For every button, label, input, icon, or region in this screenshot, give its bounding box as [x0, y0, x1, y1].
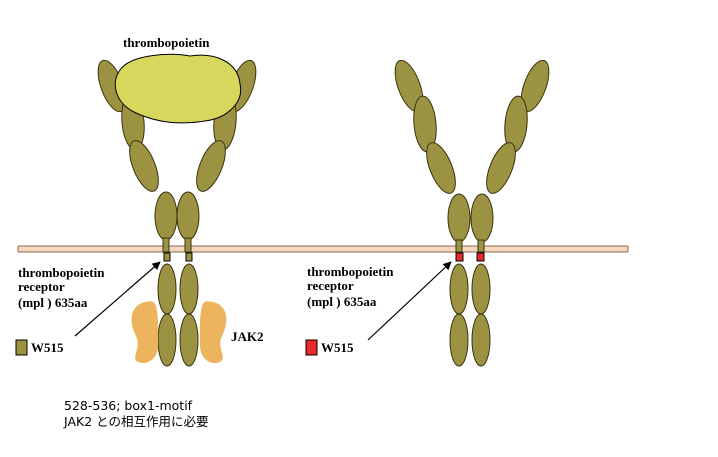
right-receptor-domain: [470, 193, 494, 243]
left-receptor-domain: [154, 191, 178, 241]
left-receptor-name-2: receptor: [18, 279, 65, 294]
right-receptor-domain: [486, 142, 516, 194]
left-receptor-domain: [129, 140, 159, 192]
w515-site-mutant: [455, 252, 464, 262]
right-receptor-domain: [471, 263, 491, 315]
legend-w515-mutant-swatch: [305, 339, 318, 356]
left-receptor-domain: [179, 313, 199, 367]
right-receptor-name-3: (mpl ) 635aa: [307, 294, 377, 309]
left-receptor-domain: [176, 191, 200, 241]
right-receptor-domain: [449, 263, 469, 315]
legend-w515-wild-swatch: [15, 339, 28, 356]
w515-site-wild: [163, 252, 171, 262]
left-jak2-label: JAK2: [231, 329, 264, 344]
left-receptor-domain: [157, 313, 177, 367]
right-receptor-domain: [449, 313, 469, 367]
jak2-right: [199, 301, 227, 364]
legend-w515-wild-label: W515: [31, 340, 64, 355]
w515-arrow-left: [74, 261, 161, 337]
right-receptor-domain: [447, 193, 471, 243]
left-receptor-name-3: (mpl ) 635aa: [18, 295, 88, 310]
right-receptor-domain: [471, 313, 491, 367]
thrombopoietin-ligand: [114, 53, 242, 124]
left-tm-segment: [184, 237, 192, 253]
right-tm-segment: [455, 239, 463, 253]
right-receptor-name-1: thrombopoietin: [307, 264, 394, 279]
jak2-left: [131, 301, 159, 364]
cell-membrane: [17, 245, 629, 253]
w515-site-mutant: [476, 252, 485, 262]
left-receptor-domain: [179, 263, 199, 315]
note-line-2: JAK2 との相互作用に必要: [63, 414, 209, 429]
right-receptor-domain: [426, 142, 456, 194]
left-receptor-name-1: thrombopoietin: [18, 265, 105, 280]
legend-w515-mutant-label: W515: [321, 340, 354, 355]
right-tm-segment: [477, 239, 485, 253]
ligand-label: thrombopoietin: [123, 35, 210, 50]
right-receptor-name-2: receptor: [307, 278, 354, 293]
w515-site-wild: [185, 252, 193, 262]
left-receptor-domain: [196, 140, 226, 192]
note-line-1: 528-536; box1-motif: [64, 398, 193, 413]
left-tm-segment: [162, 237, 170, 253]
left-receptor-domain: [157, 263, 177, 315]
w515-arrow-right: [367, 261, 452, 341]
right-receptor-dimer: [394, 59, 550, 367]
